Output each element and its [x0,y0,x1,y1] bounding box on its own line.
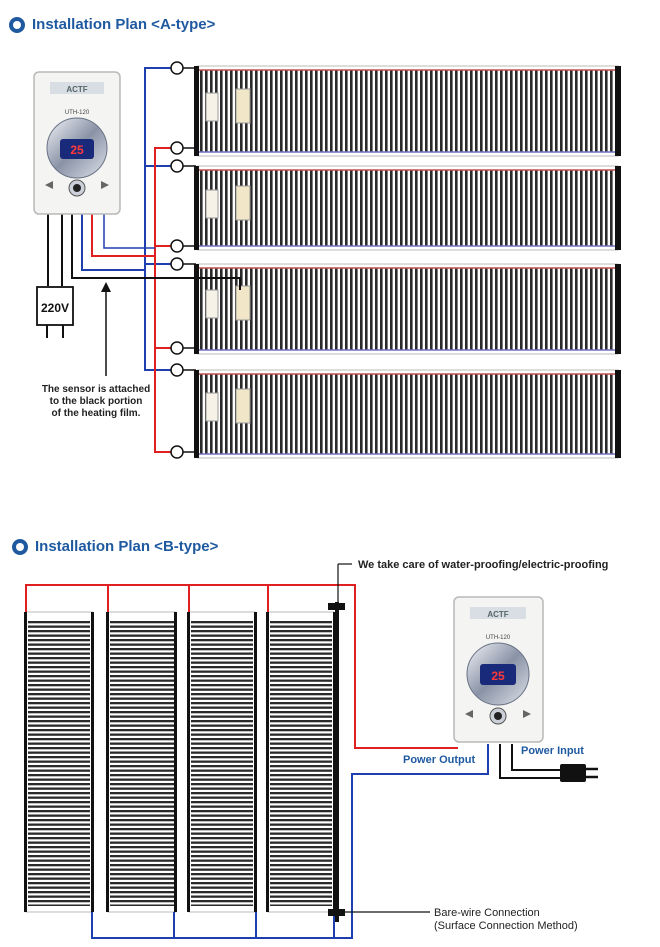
sensor-arrow [101,282,111,376]
bullet-icon [12,538,28,555]
down-arrow-icon [45,181,53,189]
section-b-title-text: Installation Plan <B-type> [35,538,219,555]
heating-film-panel [194,369,621,459]
thermostat-brand: ACTF [487,610,508,619]
sensor-note-line: to the black portion [50,396,143,407]
wiring-b [25,584,560,939]
section-a-title-text: Installation Plan <A-type> [32,16,216,33]
up-arrow-icon [523,710,531,718]
sealing-bar [328,563,430,922]
thermostat-display: 25 [491,669,505,683]
heating-film-panels-b [24,611,336,913]
section-b-title: Installation Plan <B-type> [12,538,218,555]
heating-film-panel [194,263,621,355]
thermostat-a: ACTF UTH-120 25 [33,71,121,215]
thermostat-model: UTH-120 [65,110,90,116]
power-output-label: Power Output [403,754,475,766]
bare-wire-label: Bare-wire Connection [434,907,540,919]
waterproof-note: We take care of water-proofing/electric-… [358,559,608,571]
sensor-note-line: The sensor is attached [42,384,150,395]
sensor-note-line: of the heating film. [52,408,141,419]
section-a-title: Installation Plan <A-type> [9,16,215,33]
heating-film-panel [266,611,336,913]
heating-film-panel [194,65,621,157]
thermostat-model: UTH-120 [486,635,511,641]
heating-film-panel [194,165,621,251]
power-plug-220v: 220V [36,286,74,338]
heating-film-panel [106,611,177,913]
down-arrow-icon [465,710,473,718]
plug-icon [560,764,598,782]
voltage-label: 220V [41,301,69,315]
power-input-label: Power Input [521,745,584,757]
heating-film-panel [24,611,94,913]
bare-wire-sublabel: (Surface Connection Method) [434,920,578,932]
thermostat-b: ACTF UTH-120 25 [453,596,544,743]
sensor-note: The sensor is attached to the black port… [42,384,150,419]
thermostat-display: 25 [70,143,84,157]
bullet-icon [9,16,25,33]
thermostat-brand: ACTF [66,85,87,94]
heating-film-panel [187,611,257,913]
up-arrow-icon [101,181,109,189]
wiring-a [47,61,241,459]
heating-film-panels-a [194,65,621,459]
